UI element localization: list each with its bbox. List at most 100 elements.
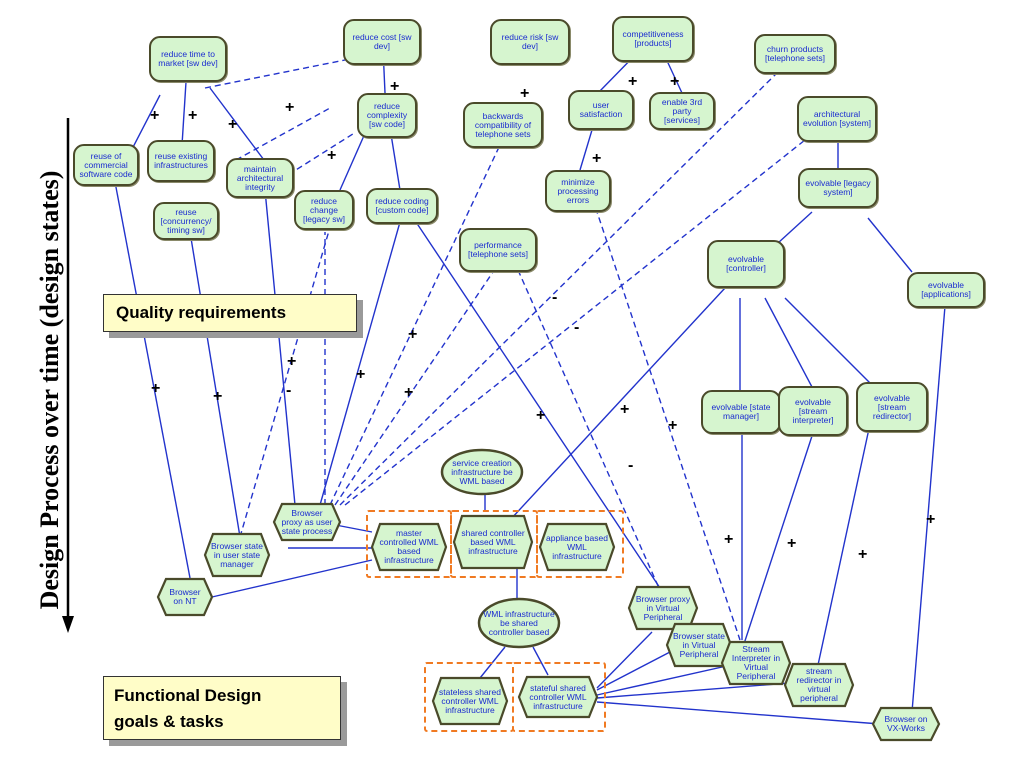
contribution-plus: +: [404, 384, 414, 401]
task-stateful-shared-label: stateful shared controller WML infrastru…: [529, 682, 587, 711]
task-stream-redirector-virtual-label: stream redirector in virtual peripheral: [796, 666, 842, 703]
task-stateless-shared-label: stateless shared controller WML infrastr…: [439, 686, 501, 715]
goal-wml-shared: WML infrastructure be shared controller …: [477, 597, 561, 649]
time-arrow: [62, 118, 74, 633]
task-appliance-based-label: appliance based WML infrastructure: [546, 532, 608, 561]
task-stream-interpreter-virtual: Stream Interpreter in Virtual Peripheral: [720, 640, 792, 686]
contribution-plus: +: [620, 401, 630, 418]
contribution-plus: +: [151, 380, 161, 397]
callout-quality-requirements: Quality requirements: [103, 294, 357, 332]
contribution-plus: +: [150, 107, 160, 124]
contribution-minus: -: [628, 457, 634, 474]
task-browser-state-user: Browser state in user state manager: [203, 532, 271, 578]
task-stream-redirector-virtual: stream redirector in virtual peripheral: [783, 662, 855, 708]
softgoal-reuse-concurrency: reuse [concurrency/ timing sw]: [153, 202, 219, 240]
task-browser-state-virtual-label: Browser state in Virtual Peripheral: [673, 630, 725, 659]
task-browser-on-nt-label: Browser on NT: [169, 587, 201, 606]
contribution-minus: -: [286, 382, 292, 399]
callout-functional-goals: Functional Design goals & tasks: [103, 676, 341, 740]
task-browser-proxy-user-label: Browser proxy as user state process: [281, 507, 333, 536]
softgoal-evolvable-controller: evolvable [controller]: [707, 240, 785, 288]
task-appliance-based-shape: [538, 522, 616, 572]
softgoal-evolvable-applications: evolvable [applications]: [907, 272, 985, 308]
softgoal-reduce-complexity: reduce complexity [sw code]: [357, 93, 417, 138]
contribution-plus: +: [213, 388, 223, 405]
task-stateless-shared-shape: [431, 676, 509, 726]
goal-wml-shared-label: WML infrastructure be shared controller …: [483, 608, 555, 637]
goal-service-creation: service creation infrastructure be WML b…: [440, 448, 524, 496]
task-browser-on-vx-shape: [871, 706, 941, 742]
group-appliance: [536, 510, 624, 578]
task-browser-on-vx-label: Browser on VX-Works: [884, 714, 928, 733]
softgoal-reuse-existing: reuse existing infrastructures: [147, 140, 215, 182]
contribution-plus: +: [670, 73, 680, 90]
softgoal-reduce-coding: reduce coding [custom code]: [366, 188, 438, 224]
task-shared-controller-label: shared controller based WML infrastructu…: [461, 527, 525, 556]
contribution-plus: +: [668, 417, 678, 434]
contribution-plus: +: [287, 353, 297, 370]
task-shared-controller-shape: [452, 514, 534, 570]
softgoal-evolvable-legacy: evolvable [legacy system]: [798, 168, 878, 208]
callout-functional-line2: goals & tasks: [114, 712, 224, 731]
contribution-plus: +: [536, 407, 546, 424]
task-browser-proxy-virtual-label: Browser proxy in Virtual Peripheral: [635, 593, 691, 622]
softgoal-evolvable-stream-interpreter: evolvable [stream interpreter]: [778, 386, 848, 436]
contribution-plus: +: [408, 326, 418, 343]
softgoal-minimize-processing: minimize processing errors: [545, 170, 611, 212]
goal-service-creation-label: service creation infrastructure be WML b…: [451, 457, 513, 486]
contribution-plus: +: [356, 366, 366, 383]
softgoal-reduce-change: reduce change [legacy sw]: [294, 190, 354, 230]
contribution-minus: -: [574, 319, 580, 336]
group-stateful: [512, 662, 606, 732]
task-stateful-shared-shape: [517, 675, 599, 719]
task-appliance-based: appliance based WML infrastructure: [538, 522, 616, 572]
task-browser-state-user-shape: [203, 532, 271, 578]
task-master-controlled-label: master controlled WML based infrastructu…: [379, 528, 439, 565]
side-title: Design Process over time (design states): [35, 170, 64, 610]
contribution-plus: +: [926, 511, 936, 528]
callout-quality-text: Quality requirements: [116, 303, 287, 322]
contribution-plus: +: [520, 85, 530, 102]
task-stream-interpreter-virtual-label: Stream Interpreter in Virtual Peripheral: [731, 644, 781, 681]
task-browser-state-virtual: Browser state in Virtual Peripheral: [665, 622, 733, 668]
softgoal-evolvable-state-manager: evolvable [state manager]: [701, 390, 781, 434]
callout-functional-line1: Functional Design: [114, 686, 262, 705]
softgoal-user-satisfaction: user satisfaction: [568, 90, 634, 130]
softgoal-reduce-time: reduce time to market [sw dev]: [149, 36, 227, 82]
contribution-plus: +: [787, 535, 797, 552]
task-shared-controller: shared controller based WML infrastructu…: [452, 514, 534, 570]
task-stateless-shared: stateless shared controller WML infrastr…: [431, 676, 509, 726]
goal-wml-shared-shape: [477, 597, 561, 649]
task-stream-interpreter-virtual-shape: [720, 640, 792, 686]
contribution-plus: +: [592, 150, 602, 167]
contribution-plus: +: [228, 116, 238, 133]
task-browser-on-vx: Browser on VX-Works: [871, 706, 941, 742]
contribution-plus: +: [327, 147, 337, 164]
task-browser-proxy-virtual: Browser proxy in Virtual Peripheral: [627, 585, 699, 631]
softgoal-reuse-commercial: reuse of commercial software code: [73, 144, 139, 186]
task-stream-redirector-virtual-shape: [783, 662, 855, 708]
task-browser-proxy-user-shape: [272, 502, 342, 542]
task-stateful-shared: stateful shared controller WML infrastru…: [517, 675, 599, 719]
task-browser-on-nt: Browser on NT: [156, 577, 214, 617]
task-master-controlled-shape: [370, 522, 448, 572]
softgoal-reduce-risk: reduce risk [sw dev]: [490, 19, 570, 65]
task-browser-proxy-user: Browser proxy as user state process: [272, 502, 342, 542]
softgoal-churn-products: churn products [telephone sets]: [754, 34, 836, 74]
goal-service-creation-shape: [440, 448, 524, 496]
contribution-minus: -: [552, 289, 558, 306]
contribution-plus: +: [858, 546, 868, 563]
contribution-plus: +: [724, 531, 734, 548]
contribution-plus: +: [188, 107, 198, 124]
softgoal-maintain-architectural: maintain architectural integrity: [226, 158, 294, 198]
task-browser-state-user-label: Browser state in user state manager: [211, 540, 263, 569]
softgoal-evolvable-stream-redirector: evolvable [stream redirector]: [856, 382, 928, 432]
softgoal-reduce-cost: reduce cost [sw dev]: [343, 19, 421, 65]
task-master-controlled: master controlled WML based infrastructu…: [370, 522, 448, 572]
softgoal-architectural-evolution: architectural evolution [system]: [797, 96, 877, 142]
contribution-plus: +: [285, 99, 295, 116]
contribution-plus: +: [390, 78, 400, 95]
softgoal-performance: performance [telephone sets]: [459, 228, 537, 272]
